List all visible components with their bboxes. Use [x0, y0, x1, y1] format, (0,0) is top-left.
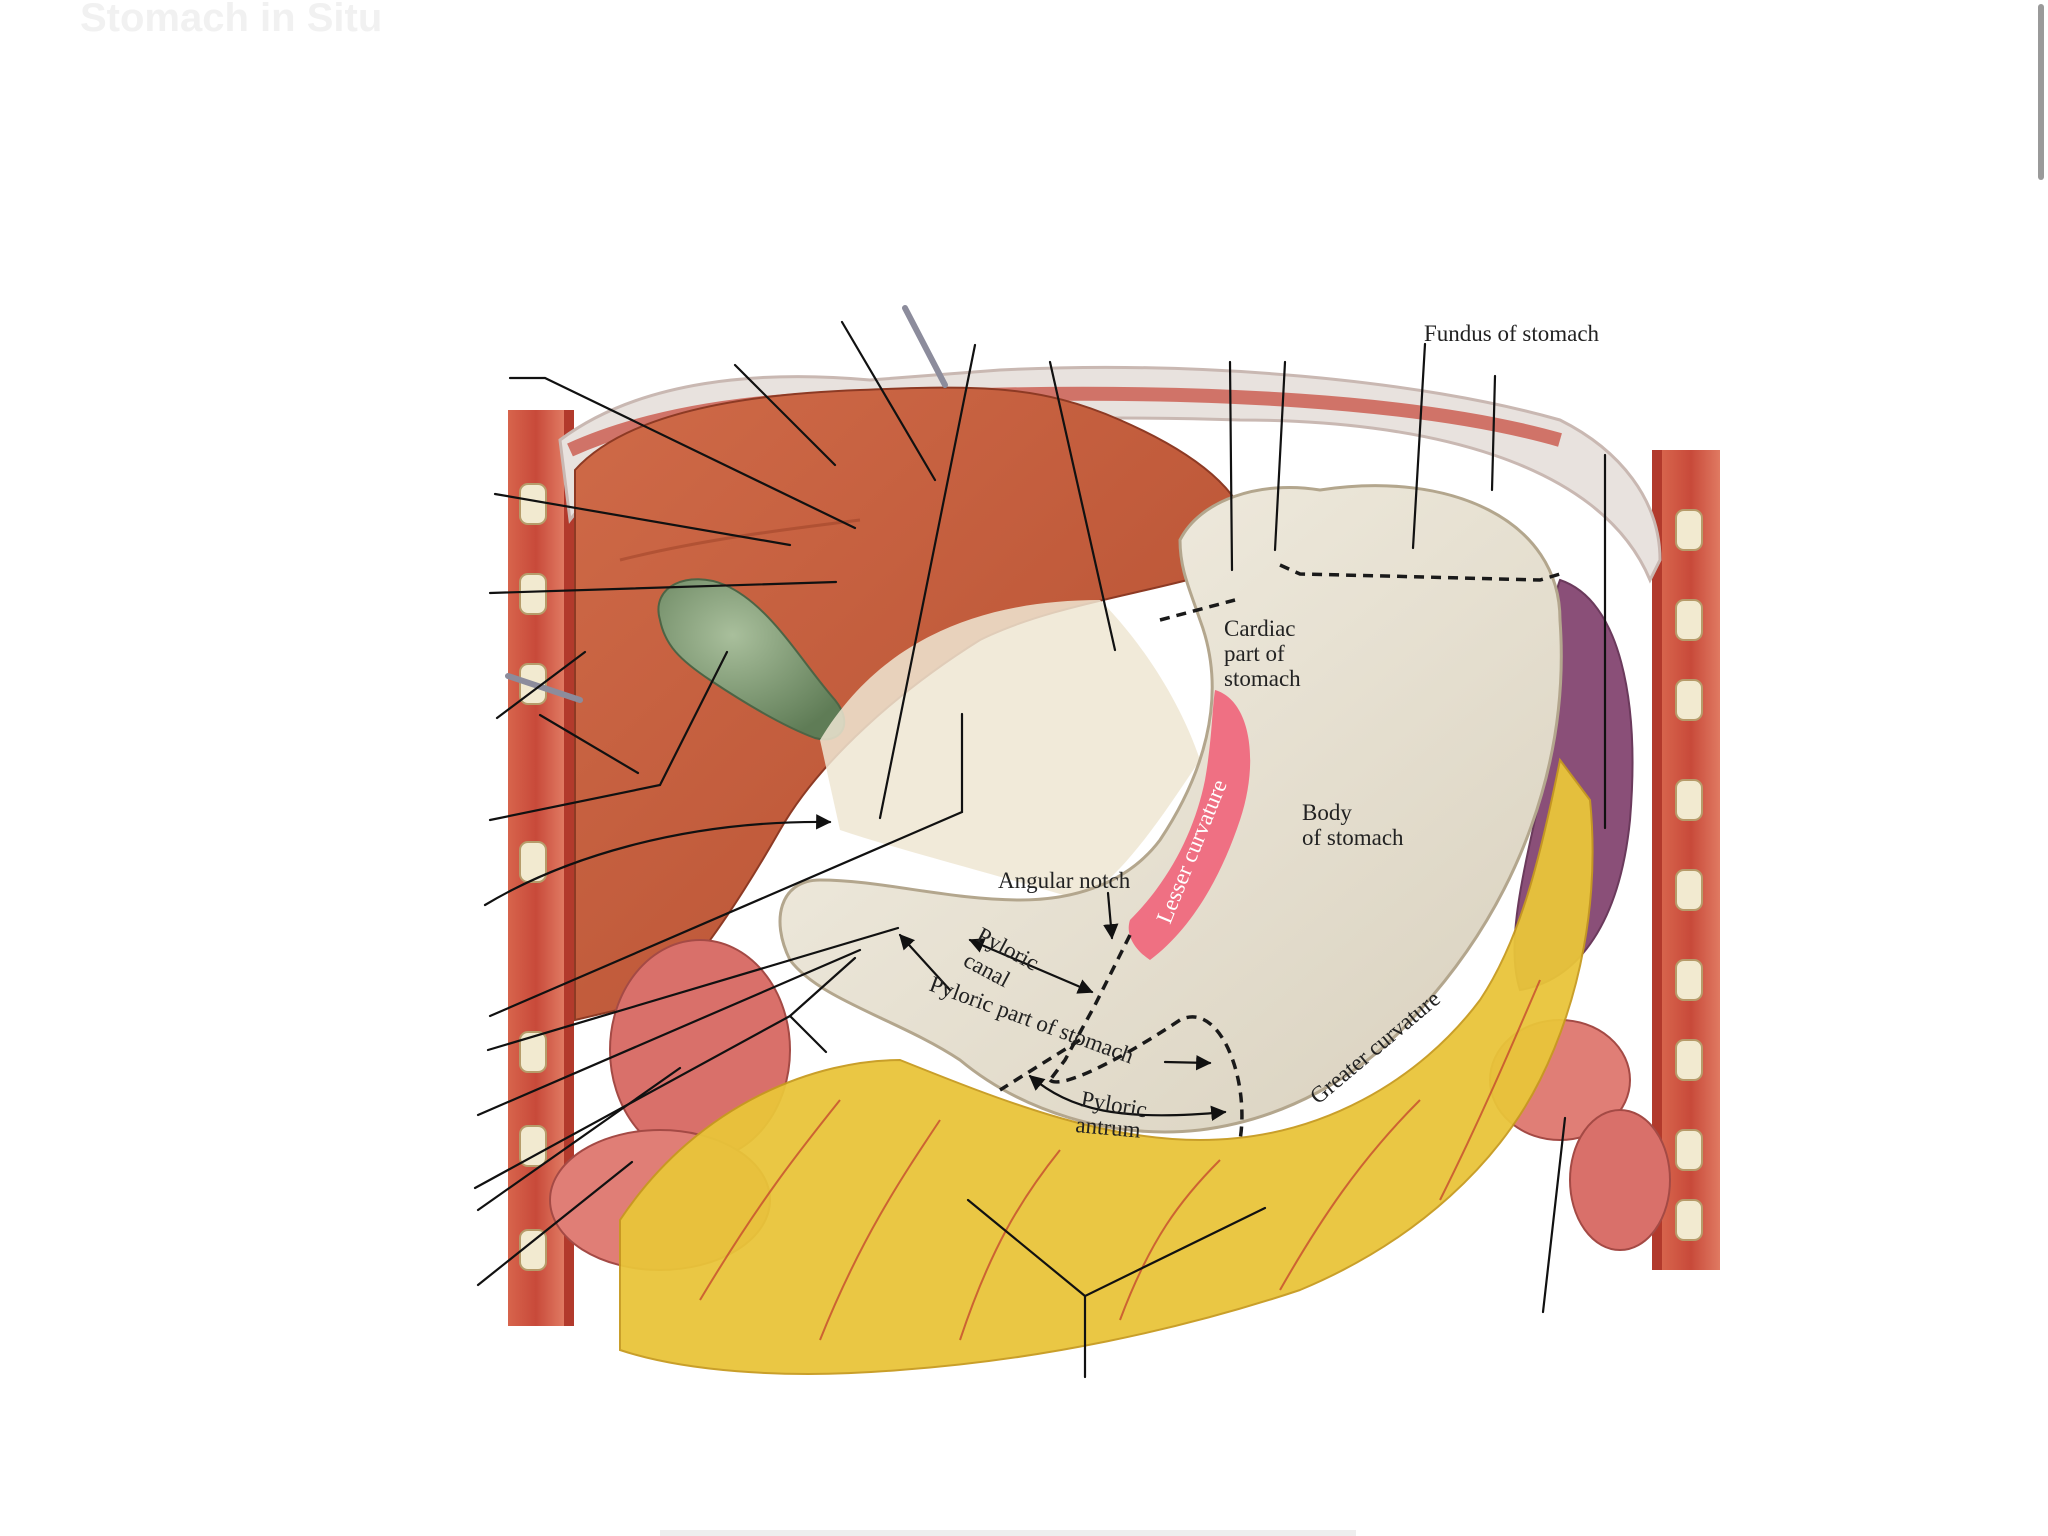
body-label-1: Body	[1302, 800, 1352, 825]
angular-notch-label: Angular notch	[998, 868, 1131, 893]
cardiac-label-2: part of	[1224, 641, 1285, 666]
leader-lines	[473, 320, 1607, 1379]
greater-omentum	[619, 757, 1594, 1375]
body-wall-right	[1652, 450, 1720, 1270]
lesser-omentum	[820, 600, 1200, 900]
page-title: Stomach in Situ	[80, 0, 383, 40]
body-label-2: of stomach	[1302, 825, 1404, 850]
body-wall-left	[508, 410, 574, 1326]
cardiac-label-1: Cardiac	[1224, 616, 1296, 641]
fundus-label: Fundus of stomach	[1424, 321, 1600, 346]
lesser-curvature-highlight	[1128, 690, 1251, 960]
scrollbar[interactable]	[2038, 4, 2044, 180]
cardiac-label-3: stomach	[1224, 666, 1301, 691]
pyloric-antrum-label-2: antrum	[1075, 1112, 1142, 1143]
bottom-strip	[660, 1530, 1356, 1536]
